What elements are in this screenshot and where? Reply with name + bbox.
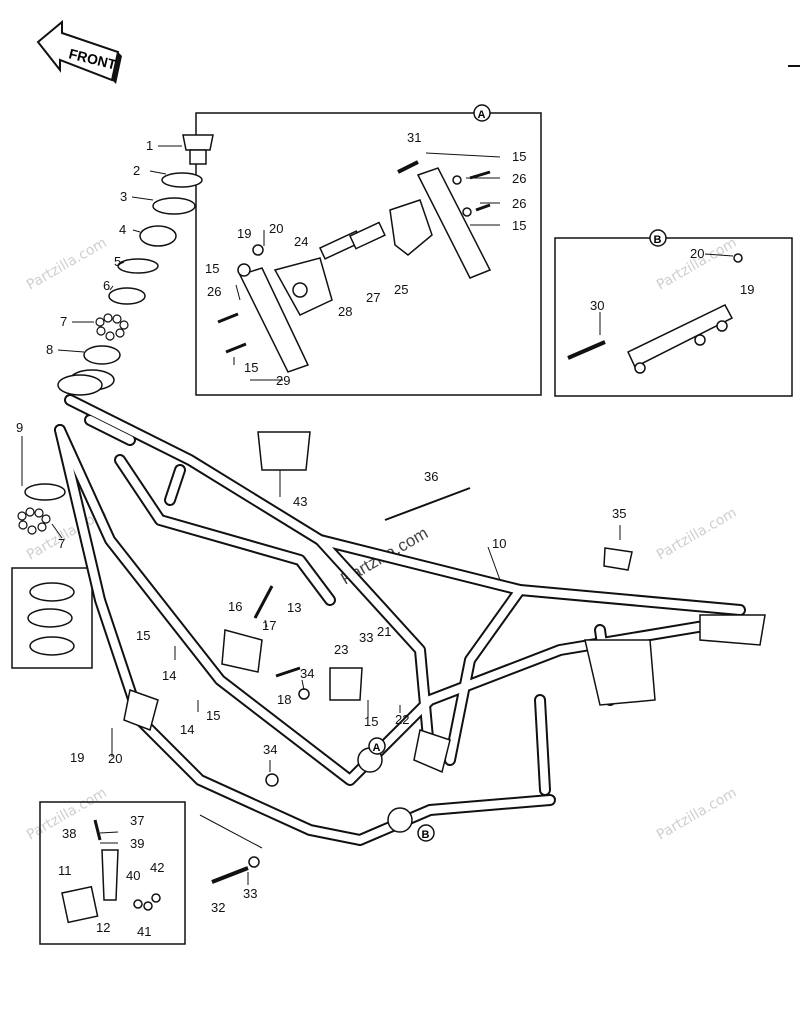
bracket-20-drawing — [627, 304, 734, 369]
callout-37: 37 — [130, 813, 144, 828]
callout-14b: 14 — [180, 722, 194, 737]
inset-b-label: B — [654, 234, 662, 246]
bolt-31-drawing — [397, 160, 419, 174]
callout-34a: 34 — [300, 666, 314, 681]
callout-38: 38 — [62, 826, 76, 841]
callout-15g: 15 — [364, 714, 378, 729]
callout-15f: 15 — [206, 708, 220, 723]
watermark-5: Partzilla.com — [654, 785, 740, 844]
callout-33b: 33 — [243, 886, 257, 901]
inset-b-box: B — [554, 229, 793, 397]
frame-marker-a: A — [368, 737, 386, 755]
callout-26c: 26 — [512, 196, 526, 211]
callout-30: 30 — [590, 298, 604, 313]
callout-9: 9 — [16, 420, 23, 435]
callout-3: 3 — [120, 189, 127, 204]
cable-36-drawing — [384, 487, 471, 521]
callout-16: 16 — [228, 599, 242, 614]
frame-marker-a-label: A — [373, 742, 381, 754]
plate-16-drawing — [221, 629, 263, 673]
callout-28: 28 — [338, 304, 352, 319]
callout-8: 8 — [46, 342, 53, 357]
callout-4: 4 — [119, 222, 126, 237]
callout-41: 41 — [137, 924, 151, 939]
clip-35-drawing — [603, 547, 633, 571]
callout-19c: 19 — [70, 750, 84, 765]
callout-15c: 15 — [512, 149, 526, 164]
callout-11: 11 — [58, 863, 72, 878]
callout-29: 29 — [276, 373, 290, 388]
callout-7b: 7 — [58, 536, 65, 551]
bracket-29-drawing — [238, 267, 310, 373]
callout-19b: 19 — [740, 282, 754, 297]
callout-15e: 15 — [136, 628, 150, 643]
callout-20c: 20 — [108, 751, 122, 766]
callout-15b: 15 — [244, 360, 258, 375]
callout-6: 6 — [103, 278, 110, 293]
callout-10: 10 — [492, 536, 506, 551]
frame-marker-b: B — [417, 824, 435, 842]
callout-13: 13 — [287, 600, 301, 615]
bolt-30-drawing — [567, 340, 606, 360]
frame-marker-b-label: B — [422, 829, 430, 841]
callout-39: 39 — [130, 836, 144, 851]
callout-25: 25 — [394, 282, 408, 297]
callout-34b: 34 — [263, 742, 277, 757]
callout-2: 2 — [133, 163, 140, 178]
plate-23-drawing — [329, 667, 363, 701]
frame-brackets — [57, 374, 766, 884]
bolt-32-drawing — [211, 866, 249, 884]
callout-23: 23 — [334, 642, 348, 657]
callout-26a: 26 — [207, 284, 221, 299]
bolt-18-drawing — [275, 666, 301, 678]
callout-33a: 33 — [359, 630, 373, 645]
callout-40: 40 — [126, 868, 140, 883]
watermark-1: Partzilla.com — [24, 235, 110, 294]
inset-a-box: A — [195, 104, 542, 396]
bolt-17-drawing — [253, 585, 274, 619]
callout-36: 36 — [424, 469, 438, 484]
callout-1: 1 — [146, 138, 153, 153]
front-arrow-icon: FRONT — [36, 19, 122, 84]
callout-14: 14 — [162, 668, 176, 683]
watermark-3: Partzilla.com — [654, 505, 740, 564]
callout-20b: 20 — [690, 246, 704, 261]
main-frame-drawing — [54, 394, 746, 846]
callout-15d: 15 — [512, 218, 526, 233]
callout-5: 5 — [114, 254, 121, 269]
callout-20a: 20 — [269, 221, 283, 236]
bracket-25-drawing — [389, 199, 433, 256]
callout-31: 31 — [407, 130, 421, 145]
bracket-27-drawing — [416, 167, 492, 279]
callout-19a: 19 — [237, 226, 251, 241]
callout-22: 22 — [395, 712, 409, 727]
callout-15a: 15 — [205, 261, 219, 276]
callout-32: 32 — [211, 900, 225, 915]
bracket-43-drawing — [257, 431, 311, 471]
callout-7: 7 — [60, 314, 67, 329]
reflector-12-drawing — [61, 885, 99, 924]
reflector-inset-box — [39, 801, 186, 945]
callout-24: 24 — [294, 234, 308, 249]
callout-43: 43 — [293, 494, 307, 509]
inset-a-label: A — [478, 109, 486, 121]
watermark-2: Partzilla.com — [654, 235, 740, 294]
steering-stack-drawing — [11, 134, 214, 669]
bracket-11-drawing — [101, 849, 119, 901]
callout-26b: 26 — [512, 171, 526, 186]
callout-numbers: 1 2 3 4 5 6 7 8 9 7 10 11 12 13 14 14 15… — [16, 130, 754, 939]
callout-18: 18 — [277, 692, 291, 707]
callout-27: 27 — [366, 290, 380, 305]
callout-12: 12 — [96, 920, 110, 935]
rear-bracket-drawing — [584, 639, 656, 706]
leader-lines — [21, 145, 734, 885]
callout-17: 17 — [262, 618, 276, 633]
callout-21: 21 — [377, 624, 391, 639]
callout-35: 35 — [612, 506, 626, 521]
callout-42: 42 — [150, 860, 164, 875]
